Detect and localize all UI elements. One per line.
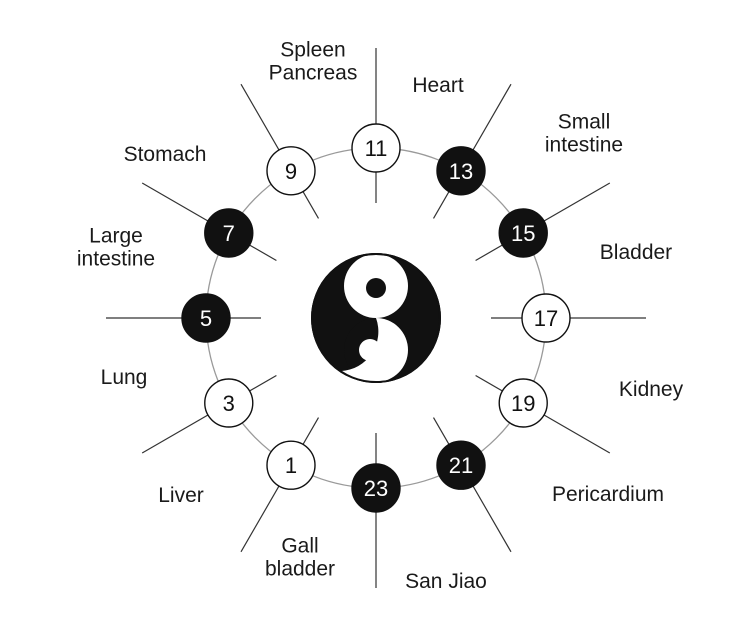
organ-label-line: Small: [558, 111, 611, 134]
hour-number: 11: [365, 136, 388, 161]
hour-number: 5: [200, 306, 212, 331]
hour-number: 13: [449, 159, 473, 184]
organ-label-line: Stomach: [124, 143, 207, 166]
hour-marker-17: 17: [521, 293, 571, 343]
hour-marker-9: 9: [266, 146, 316, 196]
organ-label-line: Liver: [158, 484, 204, 507]
organ-label-line: intestine: [77, 248, 155, 271]
organ-label: Pericardium: [552, 483, 664, 506]
hour-number: 7: [223, 221, 235, 246]
organ-label-line: Large: [89, 225, 143, 248]
hour-marker-circle: [266, 440, 316, 490]
hour-marker-19: 19: [498, 378, 548, 428]
hour-marker-circle: [498, 208, 548, 258]
hour-marker-circle: [521, 293, 571, 343]
yang-dot: [359, 339, 381, 361]
organ-label-line: Heart: [412, 74, 464, 97]
organ-label-line: Bladder: [600, 241, 672, 264]
hour-number: 19: [511, 391, 535, 416]
organ-label-line: bladder: [265, 558, 335, 581]
organ-label-line: San Jiao: [405, 570, 487, 593]
organ-label: Liver: [158, 484, 204, 507]
hour-marker-23: 23: [351, 463, 401, 513]
hour-marker-15: 15: [498, 208, 548, 258]
organ-label: Kidney: [619, 378, 684, 401]
organ-label: Stomach: [124, 143, 207, 166]
hour-marker-1: 1: [266, 440, 316, 490]
hour-marker-circle: [204, 208, 254, 258]
organ-label-line: Lung: [101, 366, 148, 389]
hour-marker-circle: [436, 440, 486, 490]
hour-number: 15: [511, 221, 535, 246]
organ-label: Lung: [101, 366, 148, 389]
hour-marker-circle: [181, 293, 231, 343]
hour-marker-21: 21: [436, 440, 486, 490]
organ-label: Heart: [412, 74, 464, 97]
hour-marker-circle: [436, 146, 486, 196]
hour-marker-circle: [351, 463, 401, 513]
organ-label: Bladder: [600, 241, 672, 264]
organ-label-line: Spleen: [280, 39, 345, 62]
hour-marker-13: 13: [436, 146, 486, 196]
yin-dot: [366, 278, 386, 298]
hour-marker-11: 11: [351, 123, 401, 173]
hour-number: 21: [449, 453, 473, 478]
yin-yang-icon: [311, 253, 441, 383]
hour-marker-circle: [498, 378, 548, 428]
organ-label-line: Pancreas: [269, 62, 358, 85]
hour-number: 17: [534, 306, 558, 331]
hour-marker-circle: [204, 378, 254, 428]
hour-marker-7: 7: [204, 208, 254, 258]
organ-label-line: Gall: [281, 535, 318, 558]
organ-label-line: Kidney: [619, 378, 684, 401]
organ-label-line: intestine: [545, 134, 623, 157]
hour-number: 3: [223, 391, 235, 416]
organ-label: San Jiao: [405, 570, 487, 593]
hour-number: 23: [364, 476, 388, 501]
yin-yang-border: [311, 253, 441, 383]
hour-marker-circle: [351, 123, 401, 173]
hour-marker-3: 3: [204, 378, 254, 428]
organ-label-line: Pericardium: [552, 483, 664, 506]
hour-marker-circle: [266, 146, 316, 196]
hour-number: 1: [285, 453, 297, 478]
hour-marker-5: 5: [181, 293, 231, 343]
hour-number: 9: [285, 159, 297, 184]
